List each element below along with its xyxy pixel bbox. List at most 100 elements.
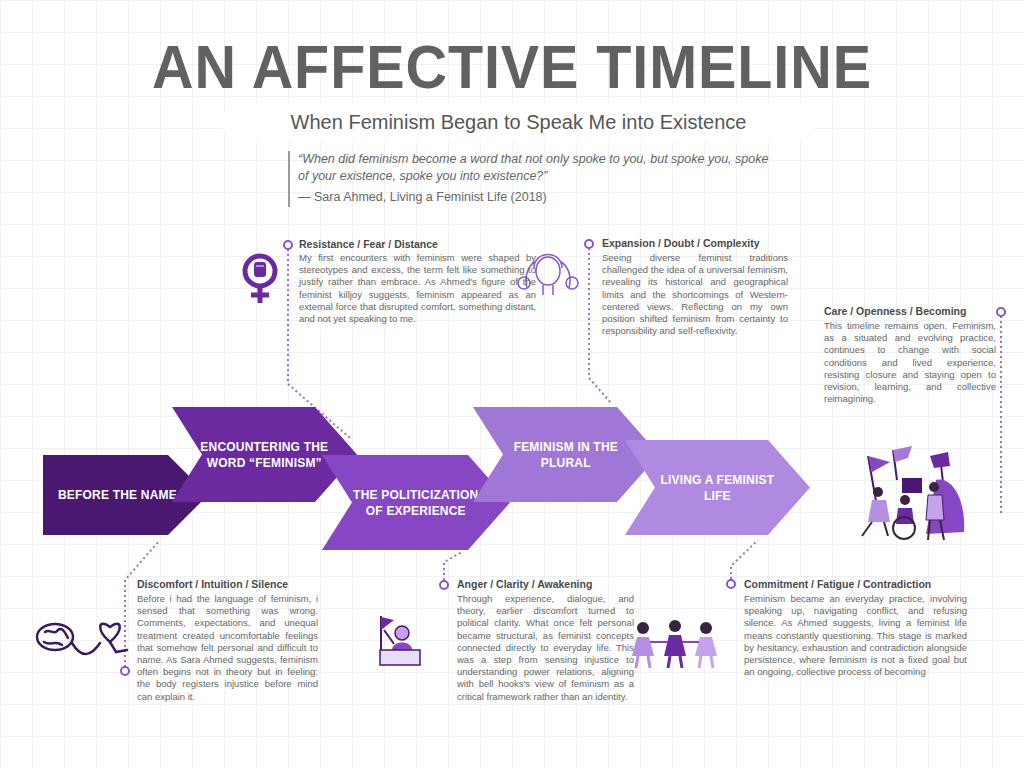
arrow-shape: [172, 407, 357, 502]
three-women-icon-part: [682, 641, 699, 643]
leader-line-part: [1000, 316, 1002, 516]
brain-heart-icon-part: [100, 624, 120, 642]
three-women-icon-part: [637, 622, 649, 634]
leader-dot-part: [284, 241, 292, 249]
girl-face-icon-part: [536, 257, 560, 285]
girl-face-icon-part: [543, 285, 553, 295]
stage-heading: Expansion / Doubt / Complexity: [602, 237, 760, 250]
protest-illustration-part: [893, 446, 912, 462]
protest-illustration-part: [902, 478, 922, 493]
three-women-icon-part: [636, 656, 638, 668]
stage-name: ENCOUNTERING THE WORD “FEMINISM”: [197, 439, 333, 471]
leader-dot-part: [997, 308, 1005, 316]
venus-fist-icon-part: [256, 266, 264, 267]
quote-attribution: — Sara Ahmed, Living a Feminist Life (20…: [298, 189, 780, 206]
stage-name: LIVING A FEMINIST LIFE: [650, 472, 786, 504]
person-flag-icon-part: [380, 650, 420, 665]
arrow-fill: [473, 407, 659, 502]
three-women-icon-part: [680, 656, 682, 668]
arrow-shape: [625, 440, 810, 535]
protest-illustration-part: [929, 482, 939, 492]
protest-illustration-part: [896, 508, 914, 524]
stage-name: THE POLITICIZATION OF EXPERIENCE: [347, 487, 486, 519]
protest-illustration-part: [868, 500, 890, 522]
arrow-fill: [625, 440, 810, 535]
three-women-icon: [632, 620, 717, 668]
stage-heading: Anger / Clarity / Awakening: [457, 578, 592, 591]
leader-line-part: [731, 540, 758, 579]
stage-heading: Commitment / Fatigue / Contradiction: [744, 578, 931, 591]
leader-dot-part: [585, 240, 593, 248]
venus-fist-icon-part: [254, 262, 266, 277]
stage-description: This timeline remains open. Feminism, as…: [824, 320, 996, 405]
three-women-icon-part: [632, 637, 654, 656]
three-women-icon-part: [650, 641, 668, 643]
brain-heart-icon-part: [44, 642, 62, 645]
protest-illustration-part: [873, 487, 883, 497]
timeline-arrow: THE POLITICIZATION OF EXPERIENCE: [322, 455, 510, 550]
protest-illustration-part: [926, 480, 964, 534]
main-title: AN AFFECTIVE TIMELINE: [152, 34, 872, 100]
three-women-icon-part: [669, 620, 681, 632]
brain-heart-icon-part: [37, 624, 73, 650]
arrow-shape: [473, 407, 659, 502]
protest-illustration-part: [862, 522, 872, 536]
arrow-fill: [172, 407, 357, 502]
three-women-icon-part: [699, 656, 701, 668]
venus-fist-icon: [245, 256, 275, 303]
timeline-arrow: LIVING A FEMINIST LIFE: [625, 440, 810, 535]
leader-dot-part: [121, 667, 129, 675]
protest-illustration-part: [884, 522, 888, 536]
timeline-arrow: FEMINISM IN THE PLURAL: [473, 407, 659, 502]
stage-description: Through experience, dialogue, and theory…: [457, 593, 634, 703]
stage-description: My first encounters with feminism were s…: [299, 252, 536, 325]
protest-illustration-part: [928, 520, 930, 540]
venus-fist-icon-part: [245, 256, 275, 286]
three-women-icon-part: [695, 637, 717, 656]
protest-illustration-part: [900, 495, 910, 505]
leader-dot-part: [727, 580, 735, 588]
timeline-arrow: ENCOUNTERING THE WORD “FEMINISM”: [172, 407, 357, 502]
person-flag-icon-part: [392, 643, 412, 651]
person-flag-icon-part: [381, 617, 394, 630]
stage-heading: Resistance / Fear / Distance: [299, 238, 438, 251]
arrow-shape: [322, 455, 510, 550]
protest-illustration-part: [940, 520, 944, 540]
arrow-fill: [322, 455, 510, 550]
protest-illustration-part: [930, 452, 950, 468]
three-women-icon-part: [700, 622, 712, 634]
three-women-icon-part: [668, 656, 670, 668]
brain-heart-icon-part: [72, 643, 100, 654]
subtitle-text: When Feminism Began to Speak Me into Exi…: [291, 110, 747, 134]
brain-heart-icon-part: [45, 629, 68, 638]
stage-name: FEMINISM IN THE PLURAL: [498, 439, 635, 471]
brain-heart-icon: [37, 624, 127, 654]
brain-heart-icon-part: [110, 642, 127, 652]
protest-illustration-part: [868, 456, 890, 472]
person-flag-icon: [380, 616, 420, 665]
protest-illustration-part: [926, 495, 944, 520]
three-women-icon-part: [664, 635, 686, 656]
leader-dot-part: [440, 581, 448, 589]
stage-description: Seeing diverse feminist traditions chall…: [602, 252, 788, 337]
protest-illustration: [862, 446, 964, 540]
stage-name: BEFORE THE NAME: [58, 487, 177, 503]
stage-description: Feminism became an everyday practice, in…: [744, 593, 967, 678]
stage-heading: Care / Openness / Becoming: [824, 305, 966, 318]
person-flag-icon-part: [395, 626, 409, 640]
girl-face-icon-part: [566, 277, 578, 289]
three-women-icon-part: [648, 656, 650, 668]
stage-heading: Discomfort / Intuition / Silence: [137, 578, 288, 591]
three-women-icon-part: [711, 656, 713, 668]
stage-description: Before i had the language of feminism, i…: [137, 593, 318, 703]
venus-fist-icon-part: [251, 293, 269, 298]
leader-line-part: [444, 552, 462, 580]
quote-bar: [288, 151, 290, 207]
protest-illustration-part: [893, 517, 915, 539]
leader-line: [125, 248, 1001, 667]
subtitle-pill: When Feminism Began to Speak Me into Exi…: [222, 103, 815, 141]
girl-face-icon-part: [534, 255, 562, 269]
person-flag-icon-part: [384, 630, 394, 644]
